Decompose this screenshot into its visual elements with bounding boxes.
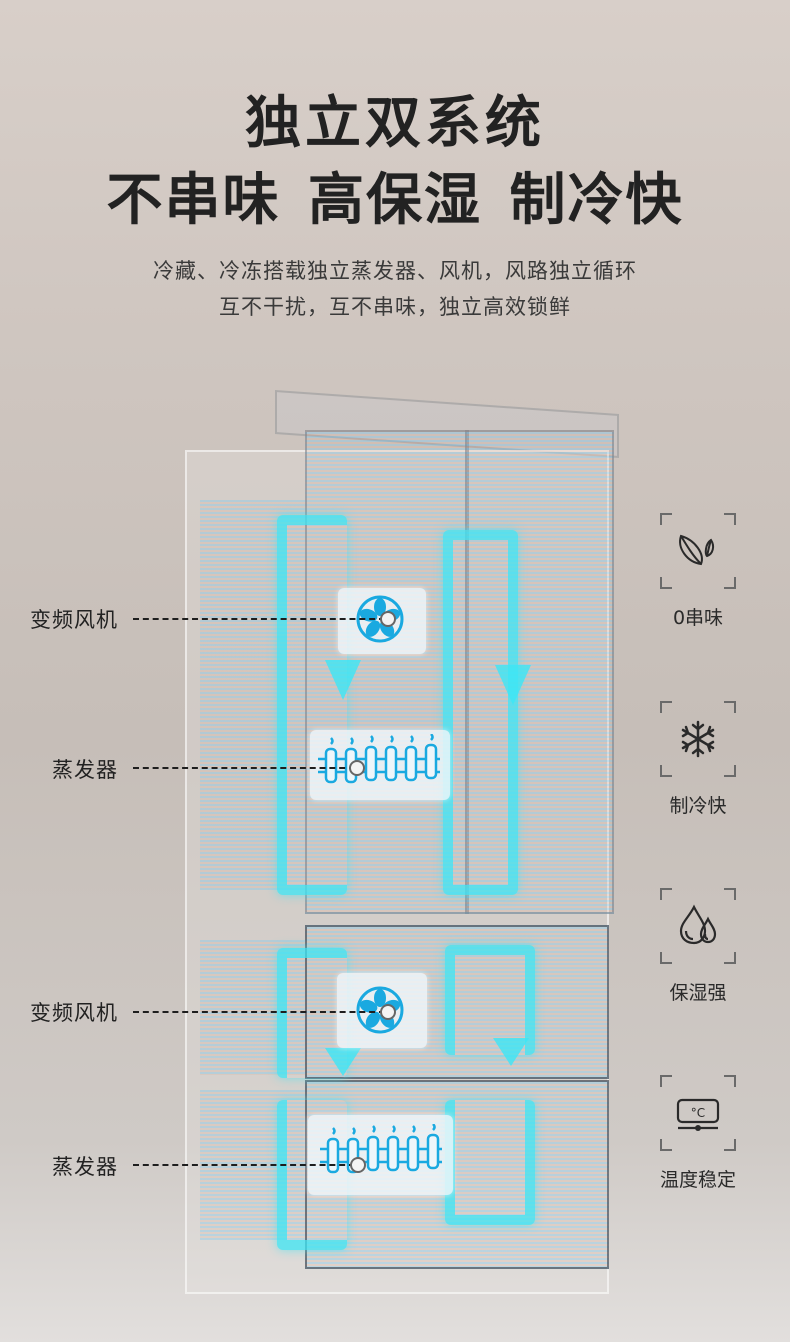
airflow-arrow-down-icon [493, 1038, 529, 1066]
air-duct [443, 530, 518, 895]
feature-no-odor: 0串味 [660, 513, 736, 630]
description-line-2: 互不干扰，互不串味，独立高效锁鲜 [219, 295, 571, 319]
air-duct [445, 945, 535, 1055]
evaporator-icon [318, 734, 440, 784]
callout-label-fan-lower: 变频风机 [30, 1001, 118, 1025]
thermometer-display-icon: °C [676, 1098, 720, 1131]
airflow-arrow-down-icon [495, 665, 531, 705]
page-title: 独立双系统 [245, 91, 545, 156]
leaf-icon [679, 534, 715, 566]
evaporator-icon [320, 1124, 442, 1174]
leader-line [133, 1011, 385, 1013]
air-duct [277, 1100, 347, 1250]
callout-label-evaporator-lower: 蒸发器 [52, 1155, 118, 1179]
callout-dot [380, 1004, 396, 1020]
callout-label-fan-upper: 变频风机 [30, 608, 118, 632]
svg-text:°C: °C [691, 1106, 705, 1120]
airflow-arrow-down-icon [325, 660, 361, 700]
air-duct [277, 948, 347, 1078]
feature-stable-temperature: °C 温度稳定 [660, 1075, 736, 1192]
leader-line [133, 618, 385, 620]
page-subtitle-headline: 不串味 高保湿 制冷快 [106, 168, 684, 233]
airflow-lines-middle [200, 940, 305, 1075]
callout-label-evaporator-upper: 蒸发器 [52, 758, 118, 782]
feature-label: 0串味 [672, 607, 724, 629]
feature-label: 保湿强 [669, 982, 727, 1004]
fridge-illustration [185, 389, 620, 1300]
feature-label: 温度稳定 [659, 1169, 736, 1191]
airflow-lines-upper [200, 500, 305, 890]
callout-dot [350, 1157, 366, 1173]
feature-label: 制冷快 [669, 795, 727, 817]
snowflake-icon [681, 720, 715, 758]
fridge-door-right [465, 430, 614, 914]
description-line-1: 冷藏、冷冻搭载独立蒸发器、风机，风路独立循环 [153, 259, 637, 283]
leader-line [133, 767, 355, 769]
feature-fast-cooling: 制冷快 [660, 701, 736, 818]
air-duct [277, 515, 347, 895]
callout-dot [380, 611, 396, 627]
water-drops-icon [679, 904, 717, 945]
leader-line [133, 1164, 355, 1166]
callout-dot [349, 760, 365, 776]
air-duct [445, 1100, 535, 1225]
feature-moisture-retention: 保湿强 [660, 888, 736, 1005]
airflow-arrow-down-icon [325, 1048, 361, 1076]
